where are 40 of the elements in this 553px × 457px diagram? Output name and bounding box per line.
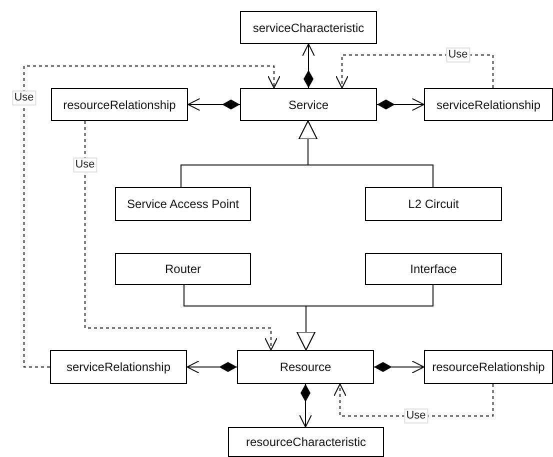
dependency-arrow xyxy=(24,66,280,368)
dependency-arrow xyxy=(84,120,278,350)
composition-arrow xyxy=(186,360,238,374)
edge-label: Use xyxy=(12,90,36,106)
class-box xyxy=(237,350,374,384)
edge-label: Use xyxy=(446,48,470,62)
class-name: resourceCharacteristic xyxy=(246,435,366,449)
class-box xyxy=(240,11,377,44)
class-box xyxy=(228,427,384,457)
dependency-arrow xyxy=(334,384,494,416)
class-box xyxy=(365,187,502,221)
class-name: Service xyxy=(288,98,328,112)
class-name: Router xyxy=(164,262,202,276)
class-box xyxy=(51,88,188,121)
inheritance-arrow xyxy=(296,284,434,350)
class-name: serviceRelationship xyxy=(436,98,541,112)
composition-arrow xyxy=(374,360,424,374)
class-name: serviceCharacteristic xyxy=(252,20,364,34)
class-name: serviceRelationship xyxy=(66,360,171,374)
composition-arrow xyxy=(376,98,424,111)
class-box xyxy=(365,253,502,285)
class-name: Interface xyxy=(410,262,457,276)
edge-label: Use xyxy=(73,158,97,172)
class-name: Resource xyxy=(280,360,332,374)
class-box xyxy=(115,187,251,221)
class-box xyxy=(424,350,553,384)
inheritance-arrow xyxy=(298,120,434,188)
composition-arrow xyxy=(299,384,312,428)
class-box xyxy=(115,253,251,285)
class-box xyxy=(240,88,377,121)
class-name: resourceRelationship xyxy=(63,98,176,112)
edge-label: Use xyxy=(404,408,428,424)
class-name: Service Access Point xyxy=(126,197,240,211)
class-box xyxy=(424,88,553,121)
composition-arrow xyxy=(188,98,240,111)
class-box xyxy=(50,350,187,384)
class-name: L2 Circuit xyxy=(408,197,459,211)
dependency-arrow xyxy=(336,54,494,88)
composition-arrow xyxy=(302,44,315,88)
class-name: resourceRelationship xyxy=(432,360,545,374)
